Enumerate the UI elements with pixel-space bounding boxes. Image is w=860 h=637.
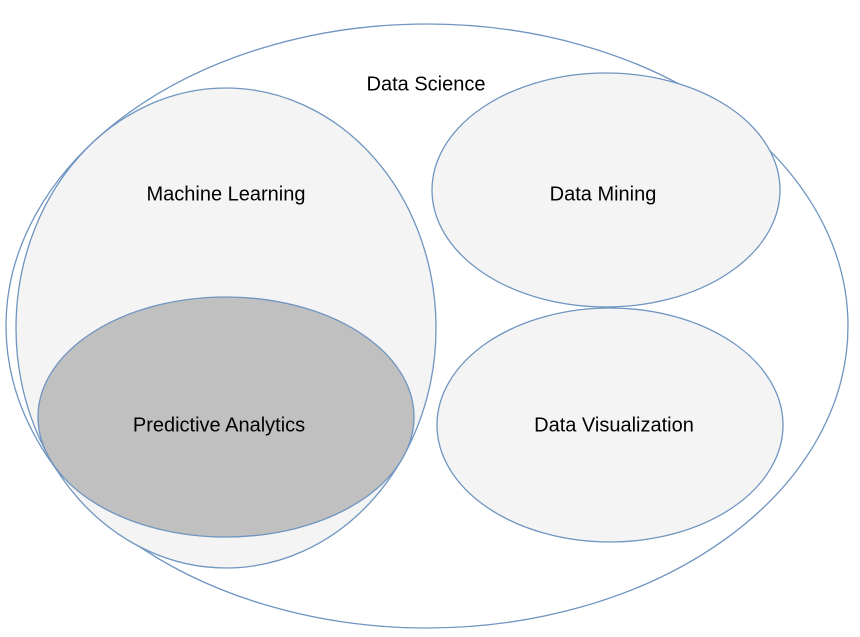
data-mining-label: Data Mining xyxy=(549,183,657,206)
data-visualization-ellipse xyxy=(436,307,784,543)
data-visualization-label: Data Visualization xyxy=(534,414,694,437)
predictive-analytics-ellipse xyxy=(37,296,415,538)
data-science-label: Data Science xyxy=(366,73,486,96)
machine-learning-label: Machine Learning xyxy=(146,183,306,206)
predictive-analytics-label: Predictive Analytics xyxy=(132,414,306,437)
data-mining-ellipse xyxy=(431,72,781,308)
